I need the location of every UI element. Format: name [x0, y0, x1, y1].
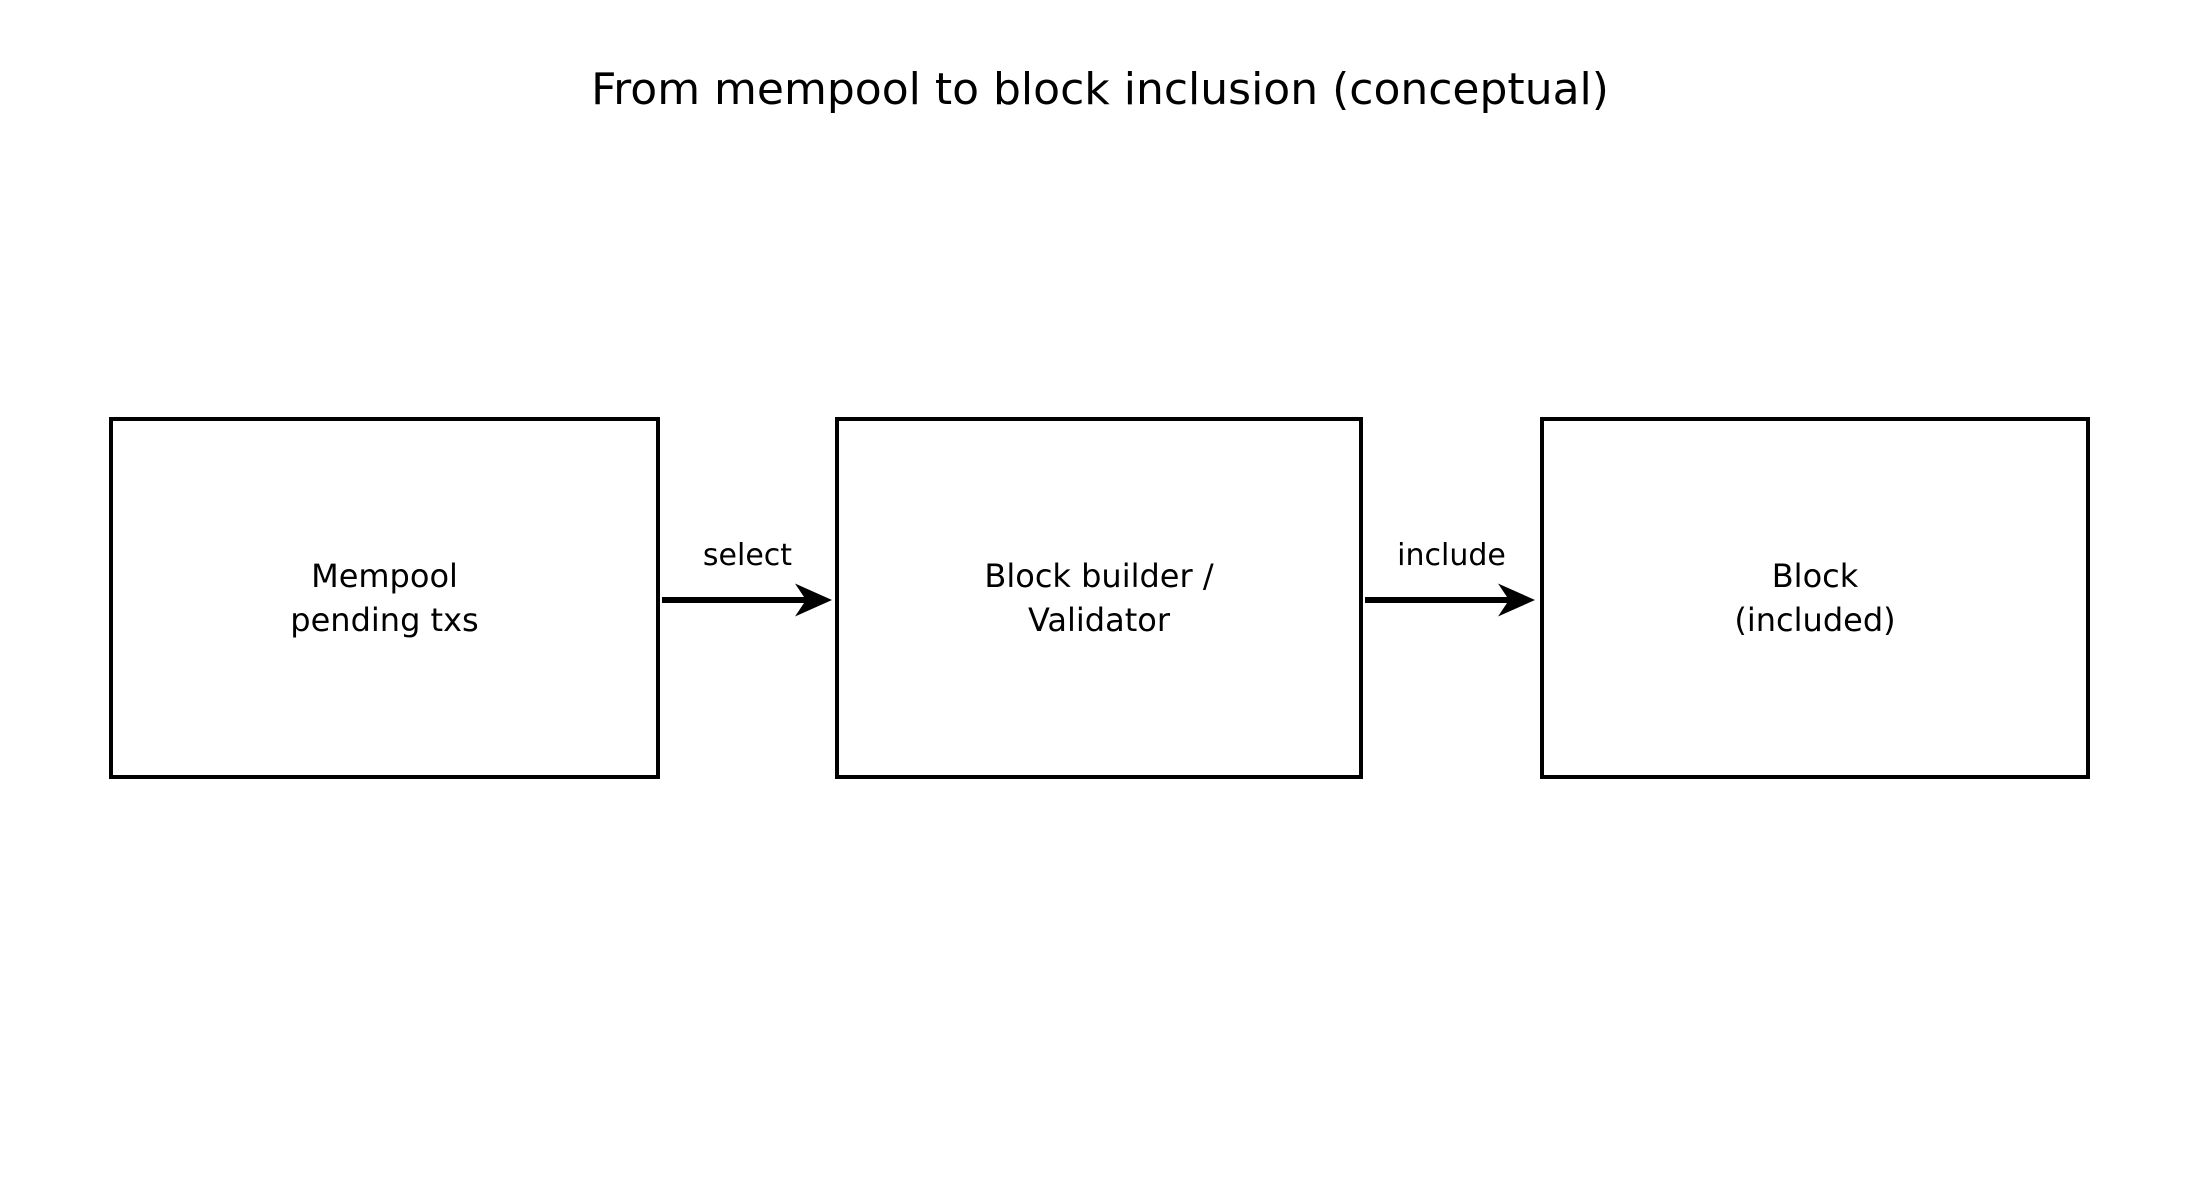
diagram-title: From mempool to block inclusion (concept… [591, 64, 1609, 115]
node-mempool: Mempool pending txs [109, 417, 660, 779]
arrow-include-icon [1365, 583, 1535, 617]
edge-label-include: include [1397, 538, 1506, 573]
node-block-included: Block (included) [1540, 417, 2090, 779]
node-block-included-label: Block (included) [1734, 557, 1896, 639]
node-block-builder-label: Block builder / Validator [984, 557, 1214, 639]
edge-label-select: select [702, 538, 793, 573]
node-mempool-label: Mempool pending txs [290, 557, 479, 639]
arrow-select-icon [662, 583, 832, 617]
node-block-builder: Block builder / Validator [835, 417, 1363, 779]
